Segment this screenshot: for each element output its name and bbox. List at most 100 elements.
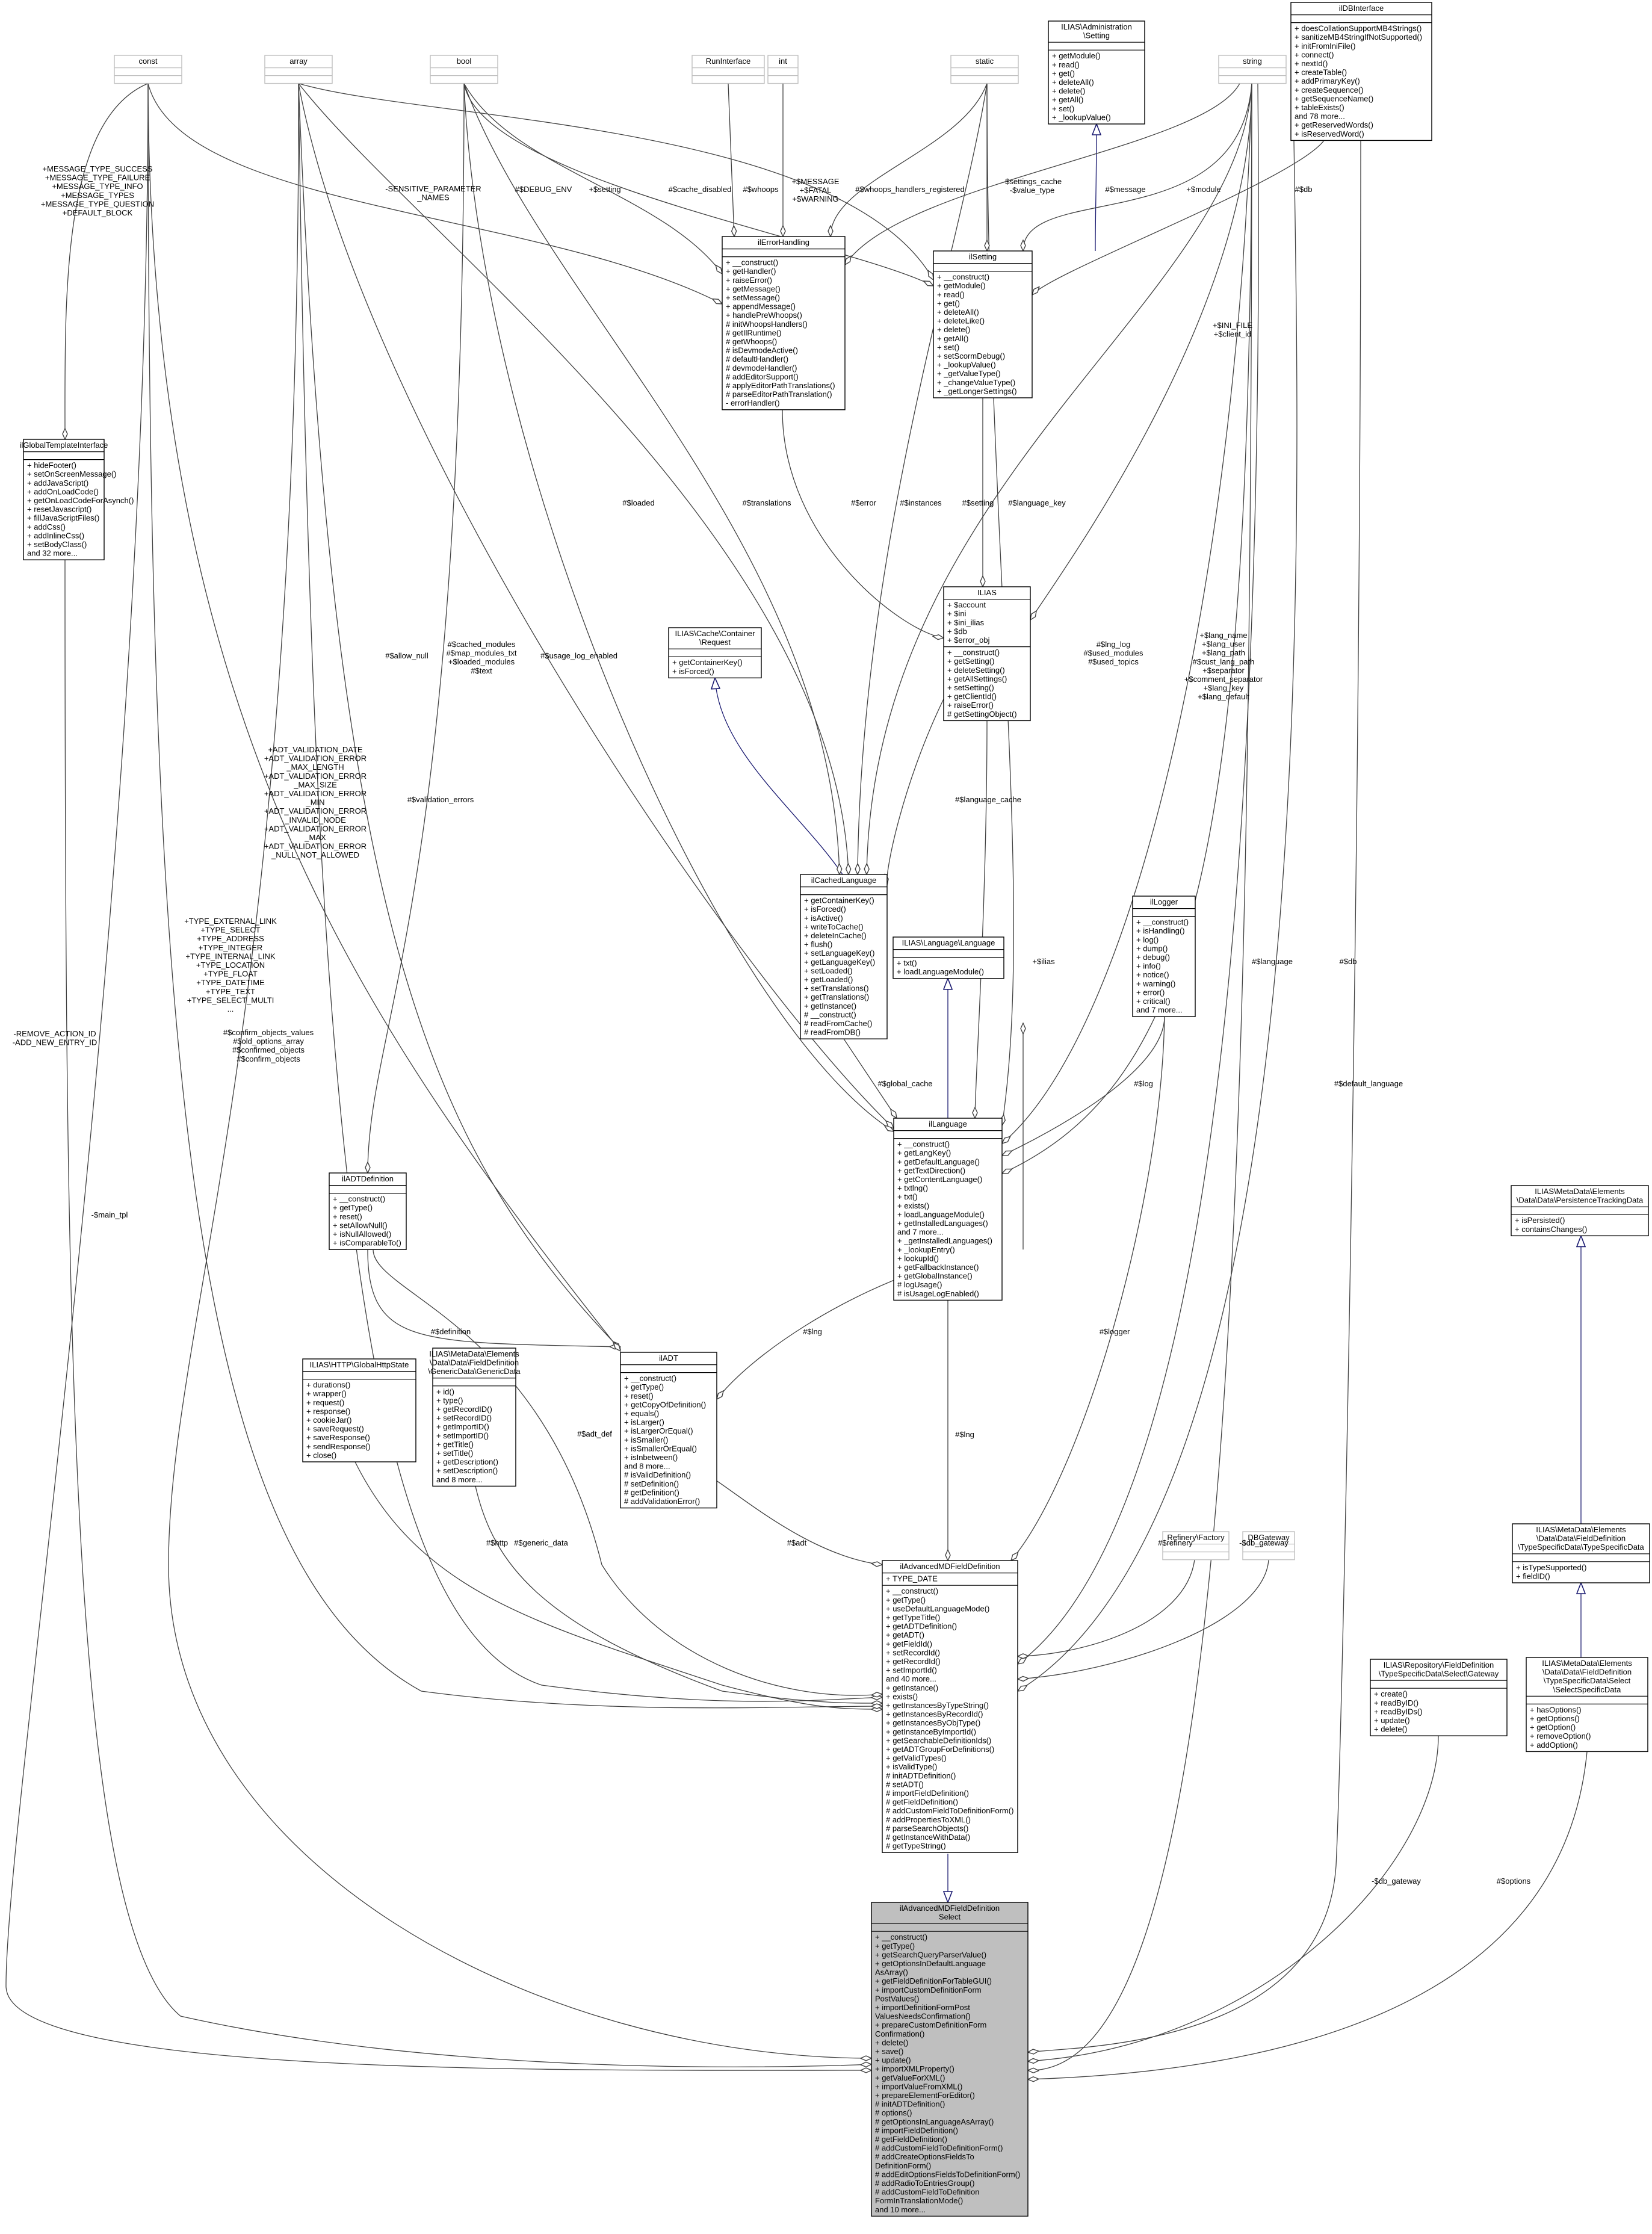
class-node-illogger[interactable]: ilLogger+ __construct()+ isHandling()+ l… (1132, 896, 1196, 1017)
class-title: array (289, 57, 308, 66)
class-method: and 8 more... (624, 1462, 670, 1471)
class-node-int[interactable]: int (767, 55, 799, 84)
edge-label-lbl_allow_null: #$allow_null (385, 651, 428, 660)
edge-label-lbl_refinery: #$refinery (1158, 1538, 1193, 1547)
class-method: + raiseError() (947, 701, 994, 710)
association-edge (845, 83, 1240, 265)
class-node-genericdata[interactable]: ILIAS\MetaData\Elements\Data\Data\FieldD… (428, 1348, 521, 1487)
class-node-illanguage[interactable]: ilLanguage+ __construct()+ getLangKey()+… (893, 1118, 1003, 1301)
class-method: + __construct() (875, 1932, 927, 1942)
class-method: + addOption() (1530, 1740, 1578, 1750)
class-node-ilerrorhandling[interactable]: ilErrorHandling+ __construct()+ getHandl… (722, 236, 846, 410)
class-method: + getModule() (1052, 51, 1101, 60)
class-node-cacherequest[interactable]: ILIAS\Cache\Container\Request+ getContai… (668, 627, 762, 679)
class-method: + delete() (875, 2038, 908, 2047)
edge-label-lbl_db_mid: #$db (1340, 957, 1357, 966)
class-box (430, 55, 498, 84)
association-edge (728, 83, 734, 237)
edge-label-line: +$client_id (1214, 330, 1252, 339)
edge-label-line: #$DEBUG_ENV (515, 185, 572, 194)
edge-label-line: +ADT_VALIDATION_ERROR (264, 842, 367, 851)
class-node-ilcachedlanguage[interactable]: ilCachedLanguage+ getContainerKey()+ isF… (800, 874, 888, 1039)
class-node-selectspecific[interactable]: ILIAS\MetaData\Elements\Data\Data\FieldD… (1526, 1657, 1648, 1753)
class-method: + isSmaller() (624, 1435, 668, 1444)
class-node-languageiface[interactable]: ILIAS\Language\Language+ txt()+ loadLang… (893, 936, 1004, 979)
edge-label-lbl_adt_validation: +ADT_VALIDATION_DATE+ADT_VALIDATION_ERRO… (264, 745, 367, 859)
association-edge (475, 1486, 882, 1703)
class-node-adminsetting[interactable]: ILIAS\Administration\Setting+ getModule(… (1048, 20, 1145, 125)
class-method: + _changeValueType() (937, 378, 1015, 387)
class-node-ilias[interactable]: ILIAS+ $account+ $ini+ $ini_ilias+ $db+ … (943, 586, 1031, 722)
class-title: bool (457, 57, 472, 66)
edge-label-line: +ADT_VALIDATION_ERROR (264, 824, 367, 833)
association-edge (1018, 1559, 1195, 1656)
class-method: + getAllSettings() (947, 674, 1007, 683)
class-node-static[interactable]: static (950, 55, 1019, 84)
class-box (1218, 55, 1287, 84)
class-node-bool[interactable]: bool (430, 55, 498, 84)
class-method: + setBodyClass() (27, 540, 87, 549)
association-edge (1018, 83, 1259, 1664)
class-method: + sanitizeMB4StringIfNotSupported() (1295, 32, 1422, 42)
edge-label-line: #$lng (803, 1327, 822, 1336)
edge-label-line: +$FATAL (800, 186, 832, 195)
edge-label-line: +MESSAGE_TYPE_INFO (52, 182, 143, 191)
association-edge (147, 83, 882, 1708)
class-node-typespecific[interactable]: ILIAS\MetaData\Elements\Data\Data\FieldD… (1512, 1523, 1650, 1583)
class-method: # addRadioToEntriesGroup() (875, 2179, 974, 2188)
edge-label-line: #$whoops (743, 185, 779, 194)
class-node-ilsetting[interactable]: ilSetting+ __construct()+ getModule()+ r… (933, 250, 1033, 398)
class-method: + createTable() (1295, 68, 1347, 77)
class-method: + info() (1136, 962, 1161, 971)
class-method: + addJavaScript() (27, 478, 88, 487)
edge-label-line: #$default_language (1334, 1079, 1403, 1088)
edge-label-line: +TYPE_INTERNAL_LINK (185, 951, 276, 961)
class-title: ilADT (659, 1354, 678, 1363)
class-node-runinterface[interactable]: RunInterface (691, 55, 765, 84)
edge-label-line: #$options (1497, 1877, 1531, 1886)
class-method: + deleteAll() (1052, 78, 1094, 87)
class-method: + getImportID() (436, 1422, 489, 1431)
class-attribute: + $ini (947, 609, 967, 618)
class-method: + importCustomDefinitionForm (875, 1985, 982, 1994)
class-node-const[interactable]: const (114, 55, 182, 84)
class-method: - errorHandler() (726, 398, 780, 407)
class-node-dbgateway[interactable]: DBGateway (1242, 1531, 1295, 1561)
class-method: + setRecordID() (436, 1414, 492, 1423)
class-method: + getType() (624, 1382, 664, 1391)
class-node-string[interactable]: string (1218, 55, 1287, 84)
edge-label-line: #$language_cache (955, 795, 1021, 804)
edge-label-line: #$loaded (622, 498, 655, 507)
class-method: + importXMLProperty() (875, 2064, 954, 2073)
edge-label-line: _MIN (305, 798, 324, 807)
class-method: + __construct() (886, 1586, 938, 1595)
class-method: + getFieldId() (886, 1639, 932, 1648)
edge-label-lbl_definition: #$definition (431, 1327, 471, 1336)
class-method: # getInstanceWithData() (886, 1833, 970, 1842)
class-node-refineryfactory[interactable]: Refinery\Factory (1162, 1531, 1230, 1561)
class-node-selectgateway[interactable]: ILIAS\Repository\FieldDefinition\TypeSpe… (1370, 1659, 1508, 1736)
association-edge (147, 83, 722, 304)
edge-label-line: +$WARNING (792, 194, 838, 203)
class-node-persistence[interactable]: ILIAS\MetaData\Elements\Data\Data\Persis… (1511, 1185, 1649, 1237)
edge-label-lbl_remove: -REMOVE_ACTION_ID-ADD_NEW_ENTRY_ID (13, 1029, 97, 1047)
class-node-iladt[interactable]: ilADT+ __construct()+ getType()+ reset()… (620, 1352, 717, 1509)
class-method: + appendMessage() (726, 302, 796, 311)
class-node-iladtdefinition[interactable]: ilADTDefinition+ __construct()+ getType(… (329, 1172, 407, 1250)
class-node-iladvmd[interactable]: ilAdvancedMDFieldDefinition+ TYPE_DATE+ … (882, 1560, 1018, 1853)
class-method: + fieldID() (1516, 1571, 1550, 1580)
edge-label-lbl_settings_cache: -$settings_cache-$value_type (1003, 177, 1062, 195)
class-node-httpglobal[interactable]: ILIAS\HTTP\GlobalHttpState+ durations()+… (302, 1358, 416, 1462)
class-method: # options() (875, 2108, 912, 2117)
class-node-array[interactable]: array (264, 55, 333, 84)
class-method: # getDefinition() (624, 1488, 679, 1497)
association-edge (1011, 1016, 1165, 1561)
class-title: \TypeSpecificData\Select\Gateway (1379, 1669, 1499, 1679)
edge-label-line: #$message (1105, 185, 1145, 194)
class-method: + delete() (937, 325, 970, 334)
class-node-ildbinterface[interactable]: ilDBInterface+ doesCollationSupportMB4St… (1290, 2, 1432, 141)
class-title: ILIAS\Repository\FieldDefinition (1384, 1660, 1494, 1669)
edge-label-lbl_usage_log: #$usage_log_enabled (540, 651, 617, 660)
class-node-ilglobaltemplate[interactable]: ilGlobalTemplateInterface+ hideFooter()+… (20, 439, 134, 560)
